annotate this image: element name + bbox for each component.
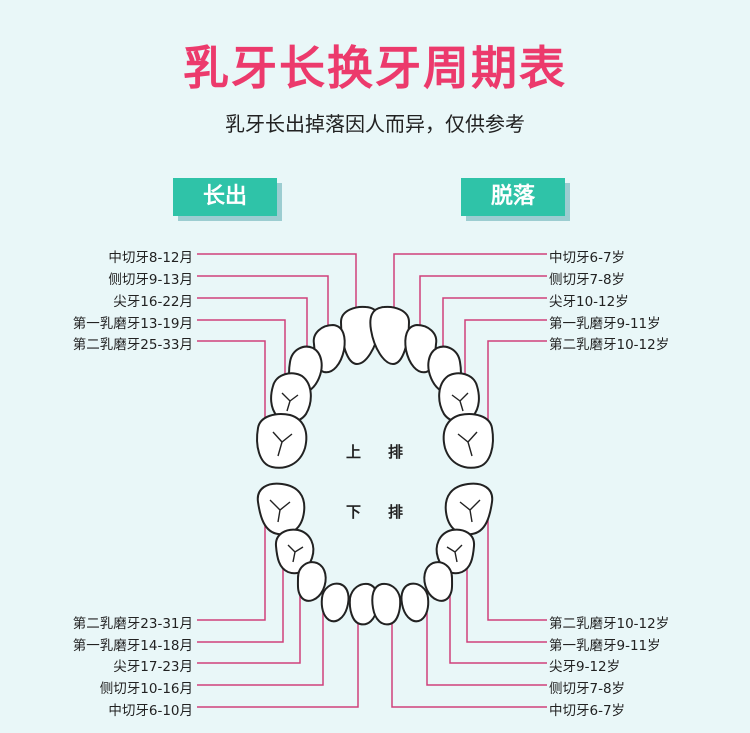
- lower-shed-second-molar: 第二乳磨牙10-12岁: [549, 616, 670, 632]
- lower-shed-lateral-incisor: 侧切牙7-8岁: [549, 681, 626, 697]
- upper-shed-canine: 尖牙10-12岁: [549, 294, 629, 310]
- upper-teeth: [256, 305, 494, 469]
- lower-teeth: [256, 482, 494, 626]
- leader-lines: [197, 253, 547, 708]
- shed-header: 脱落: [461, 178, 565, 216]
- lower-erupt-lateral-incisor: 侧切牙10-16月: [99, 681, 193, 697]
- lower-shed-canine: 尖牙9-12岁: [549, 659, 621, 675]
- upper-jaw-label-2: 排: [388, 443, 404, 461]
- lower-shed-first-molar: 第一乳磨牙9-11岁: [549, 638, 661, 654]
- upper-erupt-first-molar: 第一乳磨牙13-19月: [72, 316, 193, 332]
- page-title: 乳牙长换牙周期表: [183, 41, 567, 95]
- lower-erupt-canine: 尖牙17-23月: [113, 659, 193, 675]
- lower-erupt-second-molar: 第二乳磨牙23-31月: [72, 616, 193, 632]
- upper-right-central-incisor: [369, 305, 410, 365]
- upper-shed-central-incisor: 中切牙6-7岁: [549, 250, 626, 266]
- lower-left-lateral-incisor: [320, 582, 350, 623]
- upper-erupt-canine: 尖牙16-22月: [113, 294, 193, 310]
- page-subtitle: 乳牙长出掉落因人而异，仅供参考: [225, 112, 525, 136]
- upper-shed-second-molar: 第二乳磨牙10-12岁: [549, 337, 670, 353]
- molar-fissure-marks: [269, 392, 481, 563]
- lower-jaw-label-2: 排: [388, 503, 404, 521]
- upper-shed-lateral-incisor: 侧切牙7-8岁: [549, 272, 626, 288]
- lower-right-canine: [423, 561, 454, 602]
- upper-right-first-molar: [438, 372, 480, 423]
- lower-left-canine: [296, 561, 327, 602]
- lower-jaw-label-1: 下: [346, 503, 362, 521]
- lower-shed-central-incisor: 中切牙6-7岁: [549, 703, 626, 719]
- lower-erupt-central-incisor: 中切牙6-10月: [108, 703, 193, 719]
- lower-right-central-incisor: [371, 582, 402, 626]
- lower-right-lateral-incisor: [400, 582, 430, 623]
- erupt-header: 长出: [173, 178, 277, 216]
- upper-erupt-lateral-incisor: 侧切牙9-13月: [108, 272, 193, 288]
- lower-erupt-first-molar: 第一乳磨牙14-18月: [72, 638, 193, 654]
- upper-jaw-label-1: 上: [346, 443, 362, 461]
- upper-left-first-molar: [270, 372, 312, 423]
- upper-shed-first-molar: 第一乳磨牙9-11岁: [549, 316, 661, 332]
- upper-erupt-second-molar: 第二乳磨牙25-33月: [72, 337, 193, 353]
- upper-erupt-central-incisor: 中切牙8-12月: [108, 250, 193, 266]
